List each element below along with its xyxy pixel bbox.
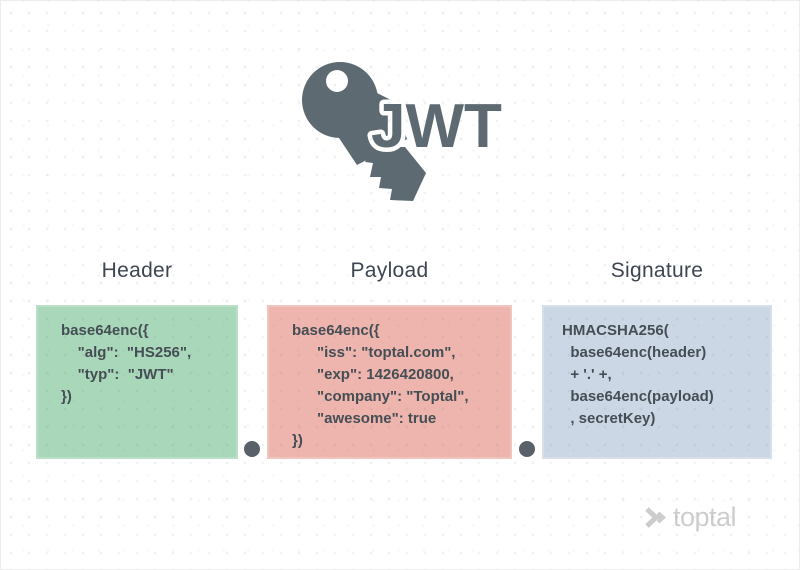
- header-code: base64enc({ "alg": "HS256", "typ": "JWT"…: [61, 322, 192, 405]
- jwt-title-text: JWT: [371, 92, 502, 161]
- signature-box: HMACSHA256( base64enc(header) + '.' +, b…: [542, 305, 772, 459]
- connector-dot: [519, 441, 535, 457]
- section-title-signature: Signature: [610, 259, 704, 282]
- toptal-logo: toptal: [644, 501, 737, 533]
- signature-code: HMACSHA256( base64enc(header) + '.' +, b…: [562, 322, 714, 427]
- payload-box: base64enc({ "iss": "toptal.com", "exp": …: [267, 305, 512, 459]
- key-icon: [302, 62, 426, 201]
- payload-code: base64enc({ "iss": "toptal.com", "exp": …: [292, 322, 469, 449]
- section-title-payload: Payload: [350, 259, 429, 282]
- jwt-key-logo: JWT: [302, 62, 507, 201]
- header-box: base64enc({ "alg": "HS256", "typ": "JWT"…: [36, 305, 238, 459]
- section-title-header: Header: [101, 259, 173, 282]
- connector-dot: [244, 441, 260, 457]
- toptal-wordmark: toptal: [673, 502, 737, 532]
- toptal-chevron-icon: [645, 506, 666, 528]
